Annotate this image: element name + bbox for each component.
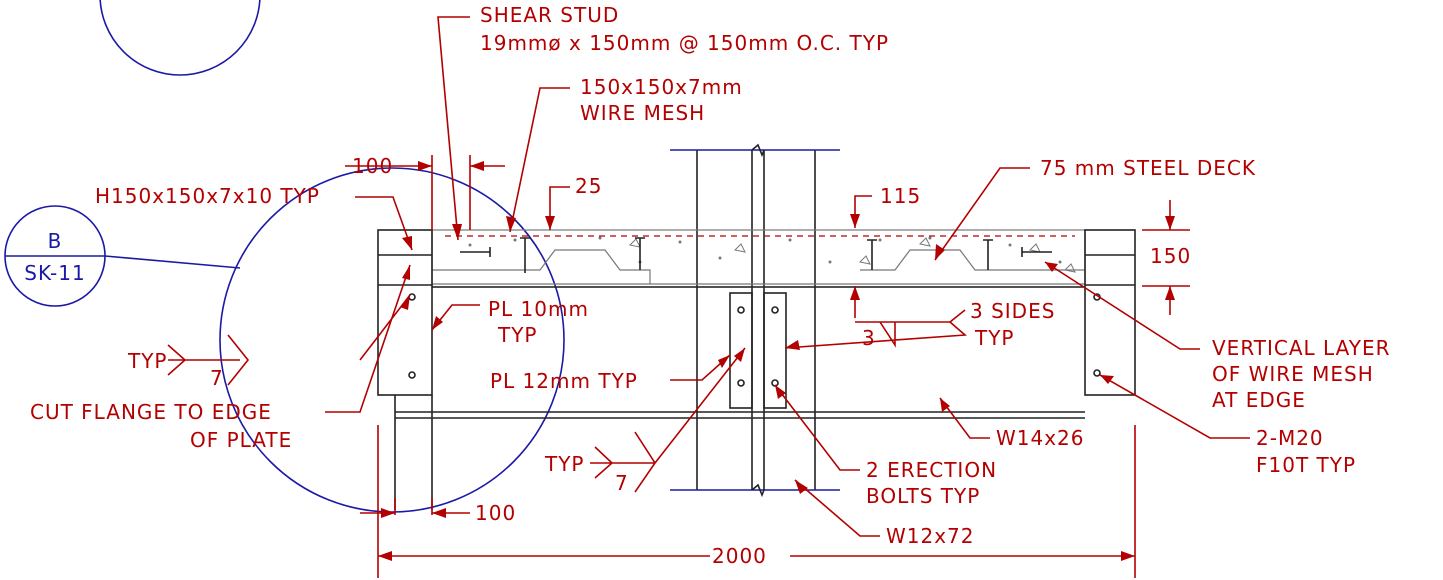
bolts-m20-line1: 2-M20 — [1256, 426, 1324, 450]
erection-bolts-line1: 2 ERECTION — [866, 458, 997, 482]
vertical-mesh-line3: AT EDGE — [1212, 388, 1306, 412]
detail-tag-sheet: SK-11 — [24, 261, 85, 285]
dim-2000: 2000 — [712, 544, 767, 568]
wire-mesh-size: 150x150x7mm — [580, 75, 743, 99]
h-section-label: H150x150x7x10 TYP — [95, 184, 320, 208]
weld-typ-center: TYP — [544, 452, 585, 476]
dim-150: 150 — [1150, 244, 1191, 268]
cut-flange-line2: OF PLATE — [190, 428, 292, 452]
concrete-slab — [431, 229, 1086, 288]
leader-lines — [167, 16, 1250, 578]
right-h-section — [1084, 229, 1136, 396]
column-w12 — [670, 143, 840, 498]
weld-3-sides-typ: TYP — [974, 326, 1015, 350]
shear-stud-spec: 19mmø x 150mm @ 150mm O.C. TYP — [480, 31, 889, 55]
dim-25: 25 — [575, 174, 602, 198]
detail-tag-leader — [104, 255, 241, 269]
left-h-section — [377, 229, 433, 510]
plate-10-typ: TYP — [497, 323, 538, 347]
partial-callout-circle — [99, 0, 261, 76]
weld-typ-left: TYP — [127, 349, 168, 373]
deck-profile-left — [432, 249, 651, 284]
plate-10-label: PL 10mm — [488, 297, 589, 321]
shear-studs — [460, 237, 1052, 273]
vertical-mesh-line1: VERTICAL LAYER — [1212, 336, 1391, 360]
steel-deck-label: 75 mm STEEL DECK — [1040, 156, 1256, 180]
weld-7-center: 7 — [615, 471, 629, 495]
weld-7-left: 7 — [210, 366, 224, 390]
arrowheads — [378, 161, 1175, 561]
bolts-m20-line2: F10T TYP — [1256, 453, 1356, 477]
dim-100-top: 100 — [352, 154, 393, 178]
column-w12-label: W12x72 — [886, 524, 975, 548]
weld-3-size: 3 — [862, 326, 876, 350]
wire-mesh-label: WIRE MESH — [580, 101, 705, 125]
beam-w14 — [395, 286, 1085, 419]
shear-tab-plates — [729, 292, 787, 409]
beam-w14-label: W14x26 — [996, 426, 1085, 450]
shear-stud-label: SHEAR STUD — [480, 3, 619, 27]
cut-flange-line1: CUT FLANGE TO EDGE — [30, 400, 272, 424]
detail-tag: B SK-11 — [4, 205, 241, 307]
erection-bolts-line2: BOLTS TYP — [866, 484, 980, 508]
deck-profile-right — [860, 249, 1085, 271]
concrete-speckle — [468, 236, 1076, 273]
dim-100-bottom: 100 — [475, 501, 516, 525]
plate-12-label: PL 12mm TYP — [490, 369, 638, 393]
vertical-mesh-line2: OF WIRE MESH — [1212, 362, 1374, 386]
weld-3-sides: 3 SIDES — [970, 299, 1055, 323]
detail-tag-letter: B — [48, 229, 63, 253]
dim-115: 115 — [880, 184, 921, 208]
